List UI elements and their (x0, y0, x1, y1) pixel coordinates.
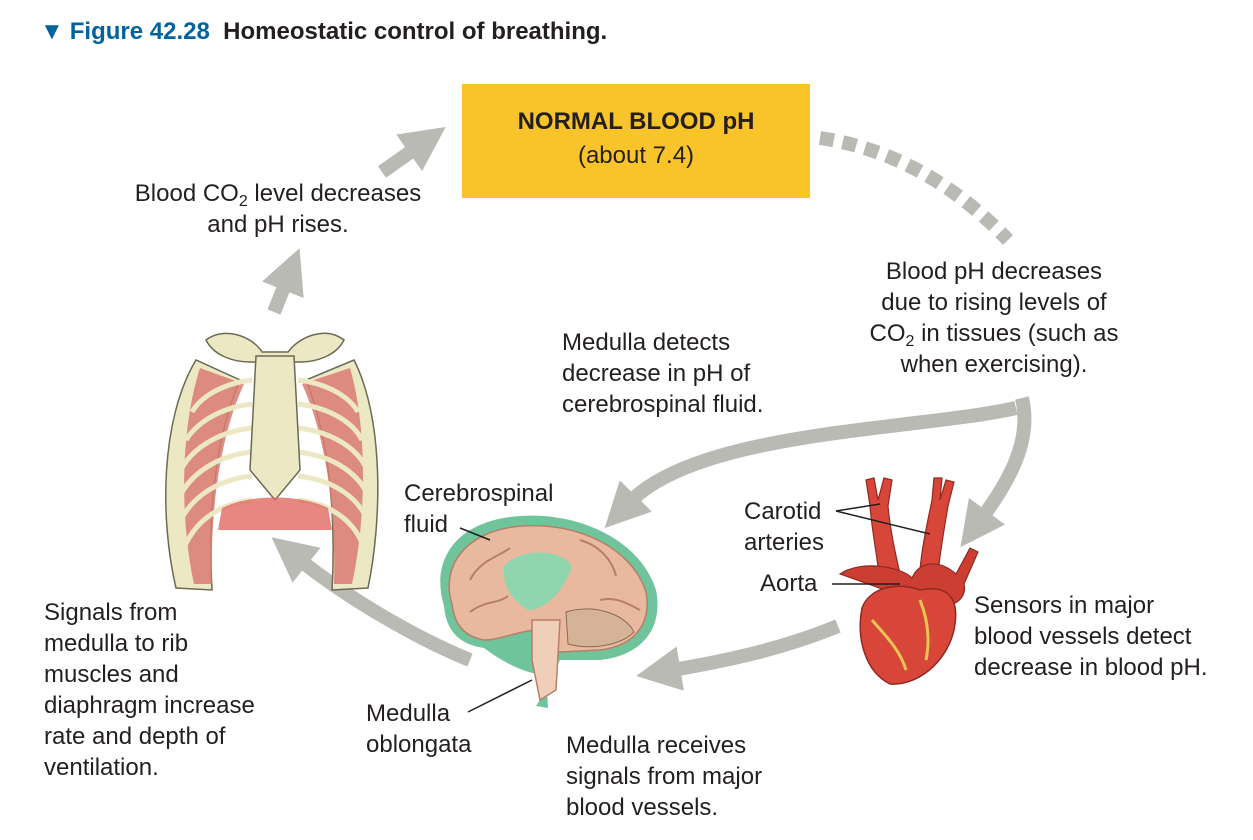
arrow-medulla-to-ribs (271, 537, 473, 667)
figure-title: ▼Figure 42.28 Homeostatic control of bre… (40, 18, 607, 46)
medulla-leader-line (467, 679, 533, 713)
ribcage-illustration (165, 332, 379, 591)
arrow-heart-to-medulla (636, 619, 841, 691)
ph-decrease-label: Blood pH decreases due to rising levels … (869, 258, 1119, 378)
signals-label: Signals from medulla to rib muscles and … (44, 599, 255, 781)
aorta-label: Aorta (760, 570, 818, 597)
triangle-down-icon: ▼ (40, 18, 64, 45)
sensors-label: Sensors in major blood vessels detect de… (974, 592, 1208, 681)
medulla-receives-label: Medulla receives signals from major bloo… (566, 732, 763, 821)
carotid-leader-line-1 (835, 503, 881, 512)
arrow-ribcage-up (262, 248, 304, 315)
arrow-to-brain (604, 401, 1018, 529)
arrow-to-setpoint (377, 127, 446, 178)
figure-number: Figure 42.28 (69, 18, 210, 45)
csf-leader-line (459, 527, 491, 541)
brain-illustration (440, 515, 658, 708)
figure-caption: Homeostatic control of breathing. (223, 18, 608, 45)
arrow-to-heart (960, 396, 1032, 548)
normal-ph-box: NORMAL BLOOD pH (about 7.4) (462, 84, 810, 198)
carotid-label: Carotid arteries (744, 498, 825, 556)
dashed-disturbance-arrow (818, 131, 1014, 245)
setpoint-value: (about 7.4) (577, 142, 695, 169)
setpoint-title: NORMAL BLOOD pH (517, 108, 755, 135)
csf-label: Cerebrospinal fluid (404, 480, 554, 538)
medulla-oblongata-label: Medulla oblongata (366, 700, 472, 758)
carotid-leader-line-2 (835, 510, 931, 535)
co2-decrease-label: Blood CO2 level decreases and pH rises. (134, 180, 422, 238)
medulla-detects-label: Medulla detects decrease in pH of cerebr… (562, 329, 764, 418)
heart-illustration (838, 477, 979, 685)
